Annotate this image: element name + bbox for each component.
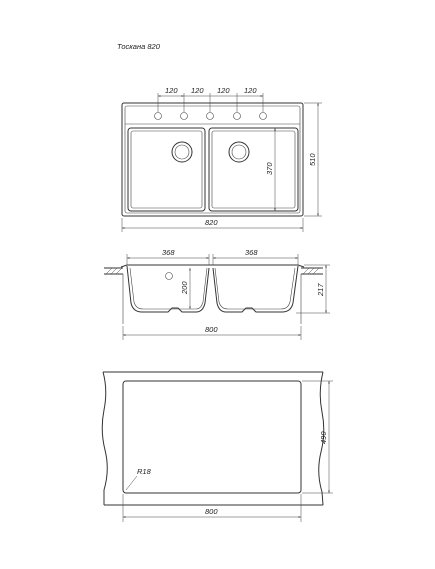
- left-bowl: [127, 127, 206, 212]
- section-right-width-label: 368: [245, 248, 258, 257]
- right-bowl: [208, 127, 299, 212]
- drain-left-icon: [171, 141, 193, 163]
- hole-spacing-3: 120: [217, 86, 230, 95]
- top-height-label: 510: [308, 153, 317, 166]
- section-depth-label: 200: [180, 281, 189, 295]
- tap-holes: [154, 112, 267, 120]
- section-height-label: 217: [316, 283, 325, 297]
- hole-spacing-1: 120: [165, 86, 178, 95]
- top-width-label: 820: [205, 218, 218, 227]
- left-bowl-section: [126, 265, 210, 313]
- section-left-width-label: 368: [162, 248, 175, 257]
- drawing-title: Тоскана 820: [117, 42, 161, 51]
- countertop-hatch-right: [302, 267, 320, 275]
- sink-inner-outline: [124, 105, 301, 214]
- countertop-hatch-left: [105, 267, 123, 275]
- drain-right-icon: [228, 141, 250, 163]
- hole-spacing-4: 120: [244, 86, 257, 95]
- cutout-view: R18 490 800: [101, 371, 333, 522]
- right-bowl-section: [212, 265, 299, 313]
- top-view: 120 120 120 120 820 510 370: [121, 86, 322, 232]
- cutout-height-label: 490: [319, 431, 328, 444]
- bowl-depth-label: 370: [265, 162, 274, 175]
- section-width-label: 800: [205, 325, 218, 334]
- cutout-width-label: 800: [205, 507, 218, 516]
- cutout-outline: [122, 380, 302, 494]
- overflow-icon: [165, 272, 173, 280]
- sink-outline: [121, 102, 304, 217]
- cutout-radius-label: R18: [137, 467, 152, 476]
- section-view: 368 368 200 217 800: [104, 248, 330, 340]
- hole-spacing-2: 120: [191, 86, 204, 95]
